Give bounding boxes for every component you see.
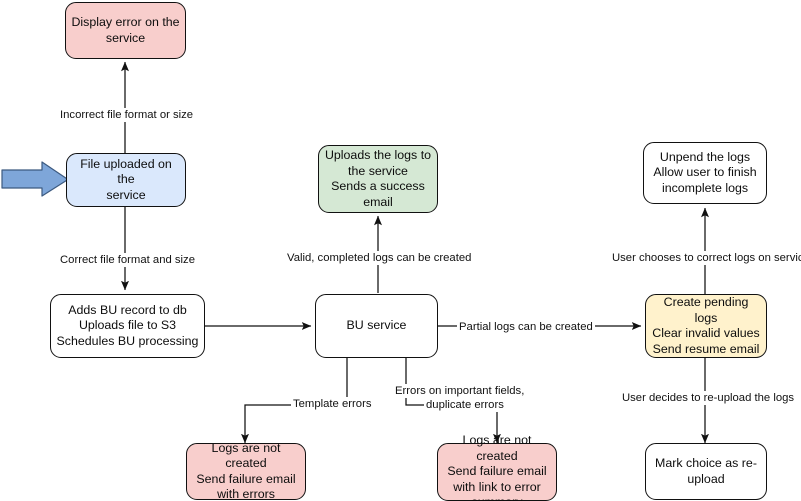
edge-label-user-corrects: User chooses to correct logs on service — [610, 251, 801, 265]
line: Schedules BU processing — [56, 333, 199, 348]
node-file-uploaded-label: File uploaded on the service — [72, 157, 180, 204]
line: Sends a success — [331, 179, 425, 193]
line: upload — [687, 471, 725, 486]
edge-label-partial-logs: Partial logs can be created — [457, 320, 595, 334]
node-logs-not-created-link[interactable]: Logs are not created Send failure email … — [437, 433, 557, 501]
node-unpend-logs[interactable]: Unpend the logs Allow user to finish inc… — [643, 142, 767, 204]
edge-label-valid-logs: Valid, completed logs can be created — [285, 251, 474, 265]
line: summary — [443, 495, 551, 501]
node-mark-choice-reupload-label: Mark choice as re- upload — [651, 456, 761, 487]
node-unpend-logs-label: Unpend the logs Allow user to finish inc… — [649, 150, 761, 197]
line: BU service — [346, 318, 407, 333]
line: Create pending logs — [663, 295, 749, 325]
line: Logs are not created — [211, 440, 281, 471]
line: Send failure email — [447, 464, 547, 479]
node-adds-bu-record-label: Adds BU record to db Uploads file to S3 … — [56, 303, 199, 350]
node-bu-service[interactable]: BU service — [315, 294, 438, 358]
node-create-pending-logs-label: Create pending logs Clear invalid values… — [651, 295, 761, 357]
node-mark-choice-reupload[interactable]: Mark choice as re- upload — [645, 443, 767, 500]
node-file-uploaded[interactable]: File uploaded on the service — [66, 153, 186, 207]
edge-label-template-errors: Template errors — [291, 397, 374, 411]
line: Unpend the logs — [659, 149, 751, 164]
node-logs-not-created-errors-label: Logs are not created Send failure email … — [192, 441, 300, 501]
edge-label-incorrect-format: Incorrect file format or size — [58, 108, 196, 122]
node-logs-not-created-link-label: Logs are not created Send failure email … — [443, 433, 551, 501]
line: the service — [348, 163, 408, 178]
edge-label-important-errors-line1: Errors on important fields, — [393, 384, 527, 398]
edge-label-correct-format: Correct file format and size — [58, 253, 197, 267]
line: Send failure email — [196, 471, 296, 486]
line: File uploaded on the — [80, 156, 172, 187]
line: Uploads the logs to — [324, 148, 432, 162]
edge-label-user-reupload: User decides to re-upload the logs — [620, 391, 797, 405]
line: service — [105, 30, 146, 45]
line: Adds BU record to db — [68, 302, 187, 317]
edge-label-important-errors-line2: duplicate errors — [424, 398, 506, 412]
line: Uploads file to S3 — [78, 318, 177, 333]
line: Clear invalid values — [652, 326, 760, 340]
line: Allow user to finish — [653, 165, 757, 180]
line: Send resume email — [652, 341, 760, 356]
node-display-error-label: Display error on the service — [71, 15, 180, 46]
node-uploads-logs-label: Uploads the logs to the service Sends a … — [324, 148, 432, 210]
node-adds-bu-record[interactable]: Adds BU record to db Uploads file to S3 … — [50, 294, 205, 358]
node-create-pending-logs[interactable]: Create pending logs Clear invalid values… — [645, 294, 767, 358]
line: email — [363, 194, 393, 209]
node-bu-service-label: BU service — [321, 318, 432, 334]
node-logs-not-created-errors[interactable]: Logs are not created Send failure email … — [186, 441, 306, 501]
line: Mark choice as re- — [655, 456, 757, 470]
line: incomplete logs — [661, 180, 749, 195]
line: Display error on the — [71, 15, 180, 29]
line: service — [106, 187, 146, 202]
node-uploads-logs[interactable]: Uploads the logs to the service Sends a … — [318, 145, 438, 213]
line: with link to error — [453, 479, 541, 494]
line: Logs are not created — [462, 433, 532, 463]
line: with errors — [217, 487, 275, 501]
node-display-error[interactable]: Display error on the service — [65, 2, 186, 59]
input-block-arrow-icon — [1, 161, 69, 197]
